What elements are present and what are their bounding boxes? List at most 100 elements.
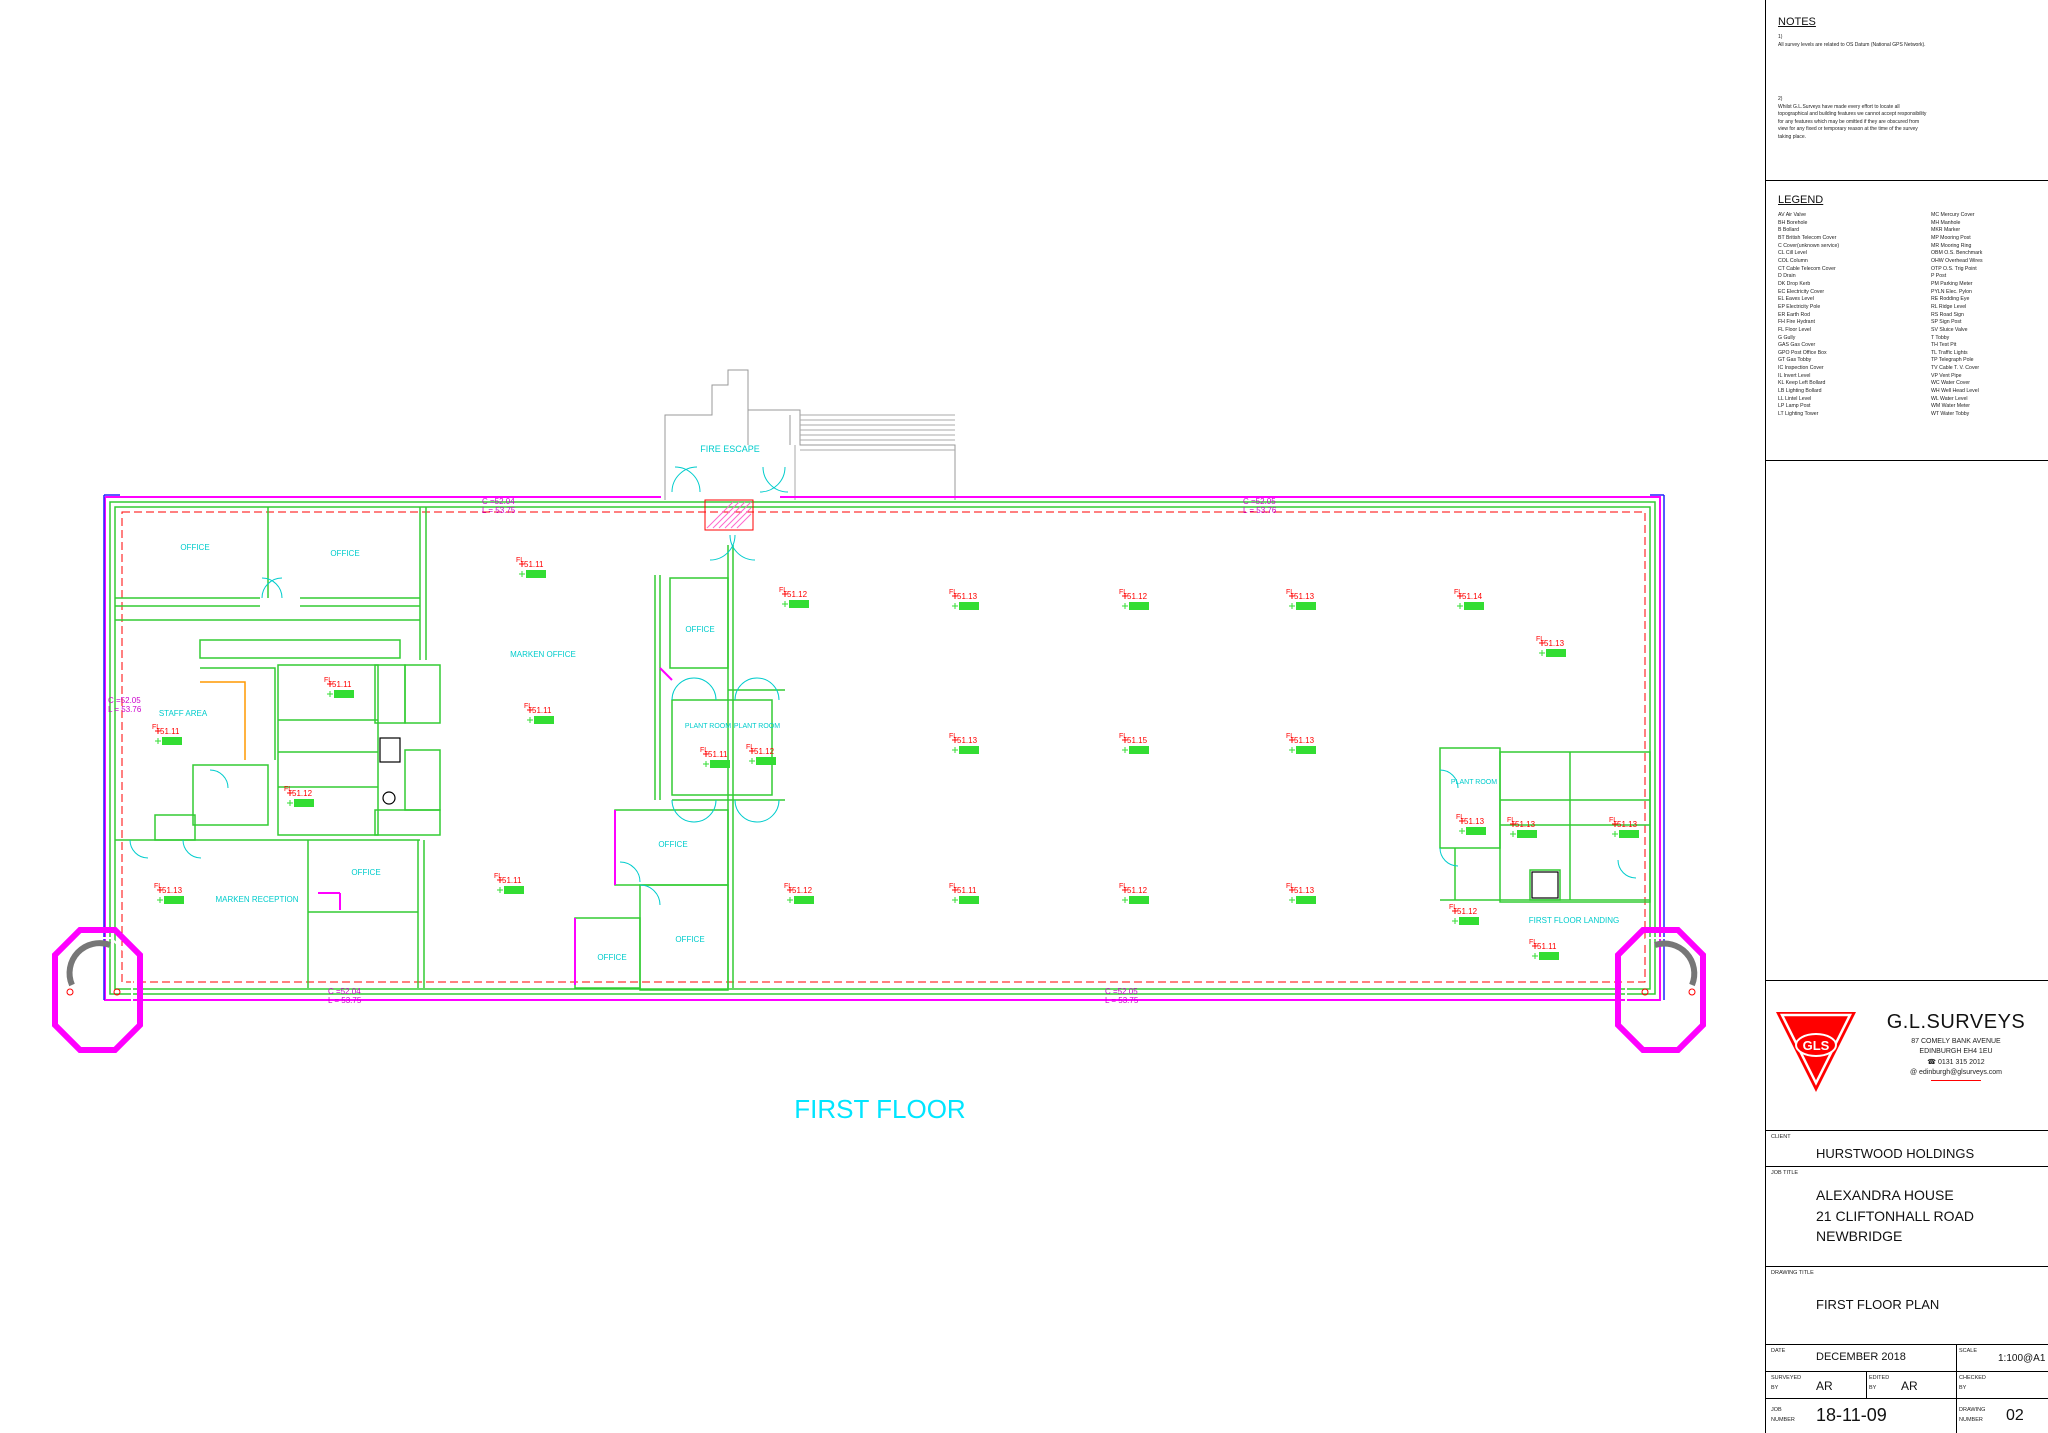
room-office-4: OFFICE	[685, 625, 714, 634]
floor-level-prefix: FL	[1119, 733, 1127, 740]
floor-level-prefix: FL	[700, 747, 708, 754]
floor-level-prefix: FL	[152, 724, 160, 731]
fire-escape-label: FIRE ESCAPE	[700, 444, 760, 454]
annotation-left-l: L = 53.76	[108, 705, 142, 714]
level-tag	[959, 746, 979, 754]
scale-label: SCALE	[1959, 1348, 1978, 1354]
client-label: CLIENT	[1771, 1134, 1791, 1140]
floor-level-value: 51.11	[524, 560, 544, 569]
title-block: NOTES 1) All survey levels are related t…	[1765, 0, 2048, 1433]
level-tag	[1129, 746, 1149, 754]
legend-item: GPO Post Office Box	[1778, 349, 1827, 356]
legend-heading: LEGEND	[1778, 194, 1824, 206]
tag-cross-marker	[1289, 897, 1295, 903]
level-cross-marker	[1459, 818, 1465, 824]
floor-level-value: 51.11	[160, 727, 180, 736]
client-section: CLIENT HURSTWOOD HOLDINGS	[1766, 1131, 2048, 1167]
level-cross-marker	[497, 877, 503, 883]
level-tag	[1459, 917, 1479, 925]
floor-level-value: 51.13	[1294, 592, 1315, 601]
floor-level-prefix: FL	[1454, 589, 1462, 596]
legend-item: OHW Overhead Wires	[1931, 257, 1983, 264]
company-phone: 0131 315 2012	[1937, 1059, 1985, 1066]
floor-plan: FIRE ESCAPE OFFICE OFFICE MARKEN OFFICE …	[52, 369, 1706, 1124]
tag-cross-marker	[527, 717, 533, 723]
ceiling-level-annotations: C =52.04 L = 53.75 C =52.05 L = 53.76 C …	[108, 497, 1277, 1005]
level-cross-marker	[1452, 908, 1458, 914]
floor-level-prefix: FL	[1507, 817, 1515, 824]
floor-level-prefix: FL	[1529, 939, 1537, 946]
email-icon: @	[1909, 1069, 1918, 1076]
floor-level-prefix: FL	[284, 786, 292, 793]
company-underline	[1931, 1080, 1981, 1081]
fire-escape-structure	[664, 369, 956, 500]
level-cross-marker	[1457, 593, 1463, 599]
floor-level-prefix: FL	[1119, 589, 1127, 596]
legend-item: WT Water Tobby	[1931, 411, 1970, 418]
level-tag	[526, 570, 546, 578]
floor-level-value: 51.11	[332, 680, 352, 689]
legend-item: SP Sign Post	[1931, 319, 1962, 326]
legend-item: RS Road Sign	[1931, 311, 1964, 318]
tag-cross-marker	[952, 747, 958, 753]
room-first-floor-landing: FIRST FLOOR LANDING	[1529, 916, 1620, 925]
floor-level-value: 51.13	[162, 886, 183, 895]
legend-item: CT Cable Telecom Cover	[1778, 265, 1836, 272]
room-marken-office: MARKEN OFFICE	[510, 650, 576, 659]
level-tag	[504, 886, 524, 894]
level-tag	[164, 896, 184, 904]
floor-level-prefix: FL	[949, 883, 957, 890]
drawing-title-label: DRAWING TITLE	[1771, 1270, 1814, 1276]
date-value: DECEMBER 2018	[1816, 1351, 1906, 1363]
room-plant-room-1: PLANT ROOM	[685, 723, 731, 730]
floor-level-value: 51.13	[1294, 886, 1315, 895]
edited-label-1: EDITED	[1869, 1375, 1890, 1381]
floor-level-value: 51.12	[1127, 592, 1148, 601]
level-tag	[1619, 830, 1639, 838]
floor-level-value: 51.15	[1127, 736, 1148, 745]
floor-level-value: 51.13	[1464, 817, 1485, 826]
tag-cross-marker	[1289, 603, 1295, 609]
phone-icon: ☎	[1927, 1059, 1937, 1066]
legend-item: EL Eaves Level	[1778, 296, 1814, 303]
annotation-top-mid-l: L = 53.75	[482, 506, 516, 515]
note-2-number: 2)	[1778, 96, 1783, 102]
floor-level-prefix: FL	[1286, 733, 1294, 740]
level-cross-marker	[952, 887, 958, 893]
floor-level-prefix: FL	[1286, 589, 1294, 596]
floor-level-value: 51.12	[292, 789, 313, 798]
legend-item: RE Rodding Eye	[1931, 296, 1970, 303]
tag-cross-marker	[703, 761, 709, 767]
floor-level-prefix: FL	[1449, 904, 1457, 911]
room-staff-area: STAFF AREA	[159, 709, 208, 718]
edited-label-2: BY	[1869, 1385, 1877, 1391]
floor-level-prefix: FL	[949, 733, 957, 740]
surveyed-value: AR	[1816, 1379, 1833, 1393]
floor-level-prefix: FL	[746, 744, 754, 751]
legend-item: AV Air Valve	[1778, 212, 1807, 218]
floor-level-prefix: FL	[524, 703, 532, 710]
level-tag	[1546, 649, 1566, 657]
level-cross-marker	[787, 887, 793, 893]
legend-item: P Post	[1931, 273, 1947, 280]
level-cross-marker	[327, 681, 333, 687]
annotation-top-right-c: C =52.05	[1243, 497, 1276, 506]
legend-item: BH Borehole	[1778, 219, 1808, 226]
floor-level-prefix: FL	[784, 883, 792, 890]
level-tag	[1517, 830, 1537, 838]
job-number-value: 18-11-09	[1816, 1405, 1887, 1425]
drawing-number-value: 02	[2006, 1407, 2024, 1424]
tag-cross-marker	[1122, 747, 1128, 753]
